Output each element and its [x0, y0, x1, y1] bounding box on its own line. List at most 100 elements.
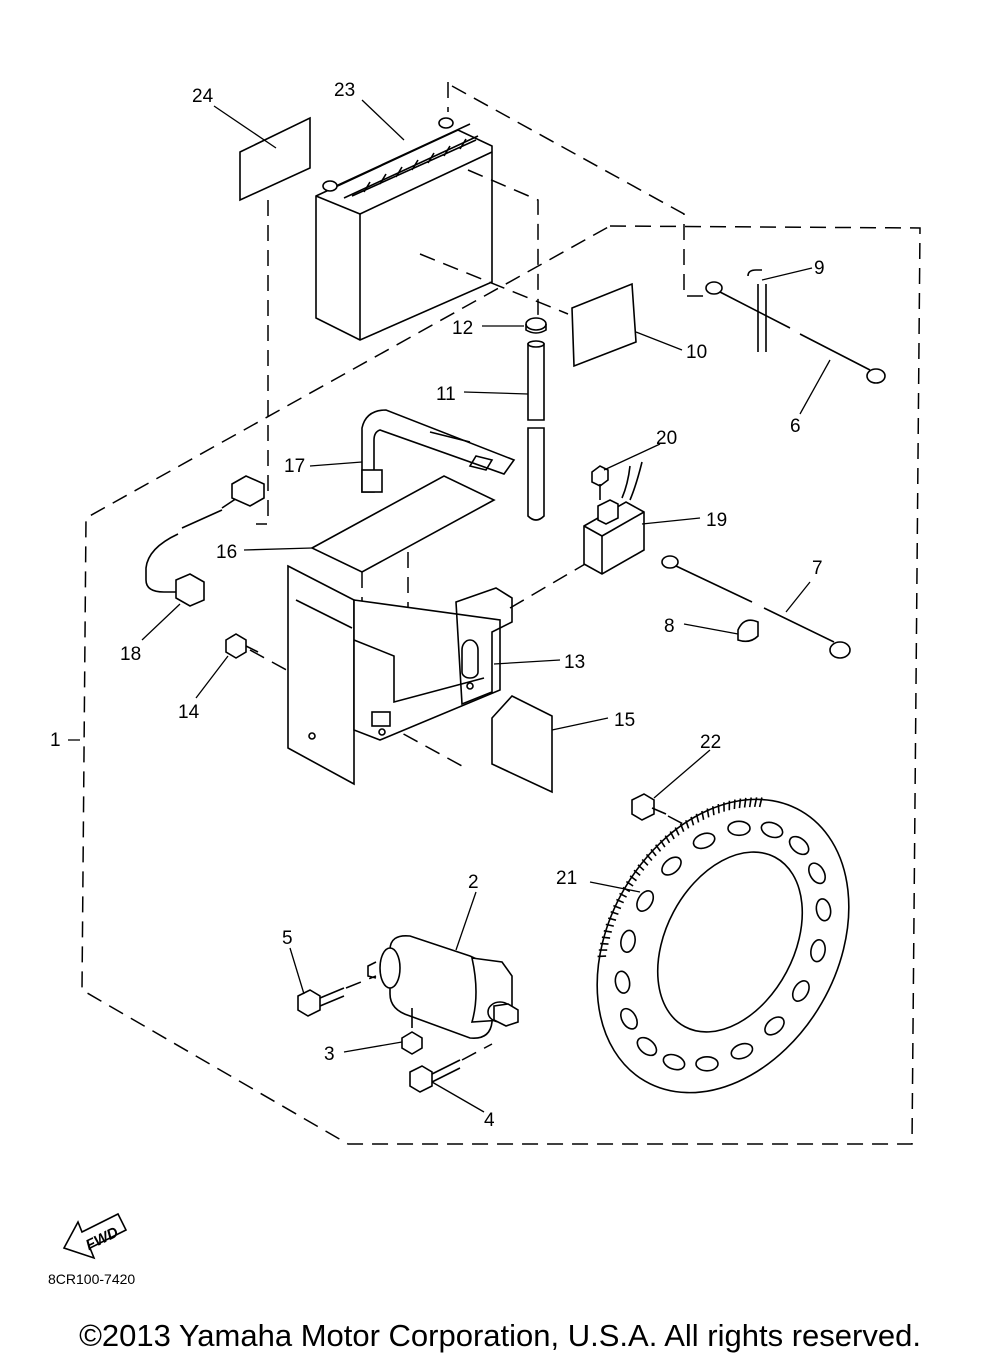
disc-tooth [603, 930, 612, 933]
disc-hole [695, 1056, 719, 1072]
callout-15: 15 [614, 710, 635, 731]
callout-11: 11 [436, 384, 456, 405]
rubber-sheet [310, 475, 496, 573]
bolt-5 [297, 975, 377, 1017]
disc-hole [810, 938, 826, 963]
disc-tooth [674, 827, 680, 836]
disc-tooth [701, 810, 705, 820]
disc-tooth [655, 844, 662, 852]
starter-disc [596, 797, 850, 1094]
disc-tooth [748, 797, 752, 808]
bolt-22 [631, 793, 667, 821]
disc-tooth [613, 904, 622, 910]
callout-7: 7 [812, 558, 823, 579]
callout-1: 1 [50, 730, 61, 751]
disc-tooth [637, 864, 645, 871]
screw-20 [591, 465, 609, 500]
disc-hole [620, 929, 636, 954]
lead-wire [145, 475, 265, 607]
disc-tooth [650, 848, 657, 857]
label-sticker-10 [571, 282, 637, 368]
disc-tooth [645, 853, 653, 862]
callout-18: 18 [120, 644, 141, 665]
starter-motor [367, 934, 519, 1039]
disc-hole [788, 835, 810, 856]
disc-tooth [600, 942, 609, 945]
callout-24: 24 [192, 86, 214, 107]
disc-tooth [659, 839, 666, 848]
disc-tooth [695, 813, 700, 823]
disc-tooth [706, 808, 710, 818]
disc-hole [636, 1036, 658, 1057]
callout-13: 13 [564, 652, 585, 673]
cover-plate [491, 695, 553, 794]
hose-clamp [525, 317, 547, 334]
disc-tooth [633, 869, 641, 877]
disc-tooth [641, 858, 649, 866]
disc-tooth [605, 923, 614, 927]
callout-19: 19 [706, 510, 727, 531]
disc-hole [727, 820, 751, 837]
disc-tooth [733, 799, 736, 810]
disc-tooth [610, 911, 619, 916]
disc-hole [692, 832, 716, 850]
disc-tooth [616, 898, 625, 904]
callout-6: 6 [790, 416, 801, 437]
disc-tooth [619, 892, 627, 898]
disc-tooth [690, 816, 695, 826]
bolt-14 [225, 633, 259, 659]
disc-hole [614, 970, 631, 994]
disc-tooth [758, 797, 763, 808]
disc-hole [808, 862, 826, 885]
callout-5: 5 [282, 928, 293, 949]
disc-tooth [717, 804, 720, 814]
callout-14: 14 [178, 702, 200, 723]
disc-hole [636, 890, 655, 912]
disc-tooth [738, 798, 742, 809]
callout-2: 2 [468, 872, 479, 893]
callout-4: 4 [484, 1110, 495, 1131]
callout-labels: 1 2 3 4 5 6 7 8 9 10 11 12 13 14 15 16 1… [50, 80, 825, 1131]
battery [315, 117, 493, 341]
assembly-boundary [81, 225, 921, 1145]
callout-20: 20 [656, 428, 677, 449]
callout-23: 23 [334, 80, 355, 101]
band-9 [747, 269, 767, 352]
cable-clamp-8 [737, 619, 759, 643]
callout-8: 8 [664, 616, 675, 637]
vent-hose [527, 340, 545, 521]
callout-17: 17 [284, 456, 305, 477]
disc-hole [730, 1042, 754, 1060]
callout-9: 9 [814, 258, 825, 279]
callout-16: 16 [216, 542, 237, 563]
disc-tooth [625, 880, 634, 887]
disc-hole [764, 1016, 785, 1036]
label-sticker-24 [239, 116, 311, 202]
disc-tooth [743, 797, 747, 808]
disc-tooth [669, 831, 675, 840]
disc-hole [662, 1053, 686, 1071]
callout-10: 10 [686, 342, 707, 363]
disc-hole [661, 856, 682, 876]
callout-12: 12 [452, 318, 473, 339]
disc-tooth [601, 936, 611, 939]
disc-hole [760, 821, 784, 839]
disc-tooth [629, 875, 637, 882]
callout-21: 21 [556, 868, 577, 889]
forward-arrow-icon: FWD [62, 1212, 128, 1260]
leader-lines [68, 99, 831, 1113]
starter-relay [583, 461, 645, 575]
bolt-4 [409, 1043, 493, 1093]
disc-tooth [685, 819, 690, 829]
starter-cable-7 [661, 555, 851, 659]
copyright-notice: ©2013 Yamaha Motor Corporation, U.S.A. A… [79, 1318, 921, 1353]
disc-tooth [607, 917, 617, 921]
battery-cable-6 [705, 281, 886, 384]
reference-code: 8CR100-7420 [48, 1271, 135, 1287]
disc-tooth [679, 823, 685, 832]
callout-3: 3 [324, 1044, 335, 1065]
disc-tooth [712, 806, 715, 816]
disc-tooth [664, 835, 671, 844]
disc-hole [620, 1007, 638, 1030]
